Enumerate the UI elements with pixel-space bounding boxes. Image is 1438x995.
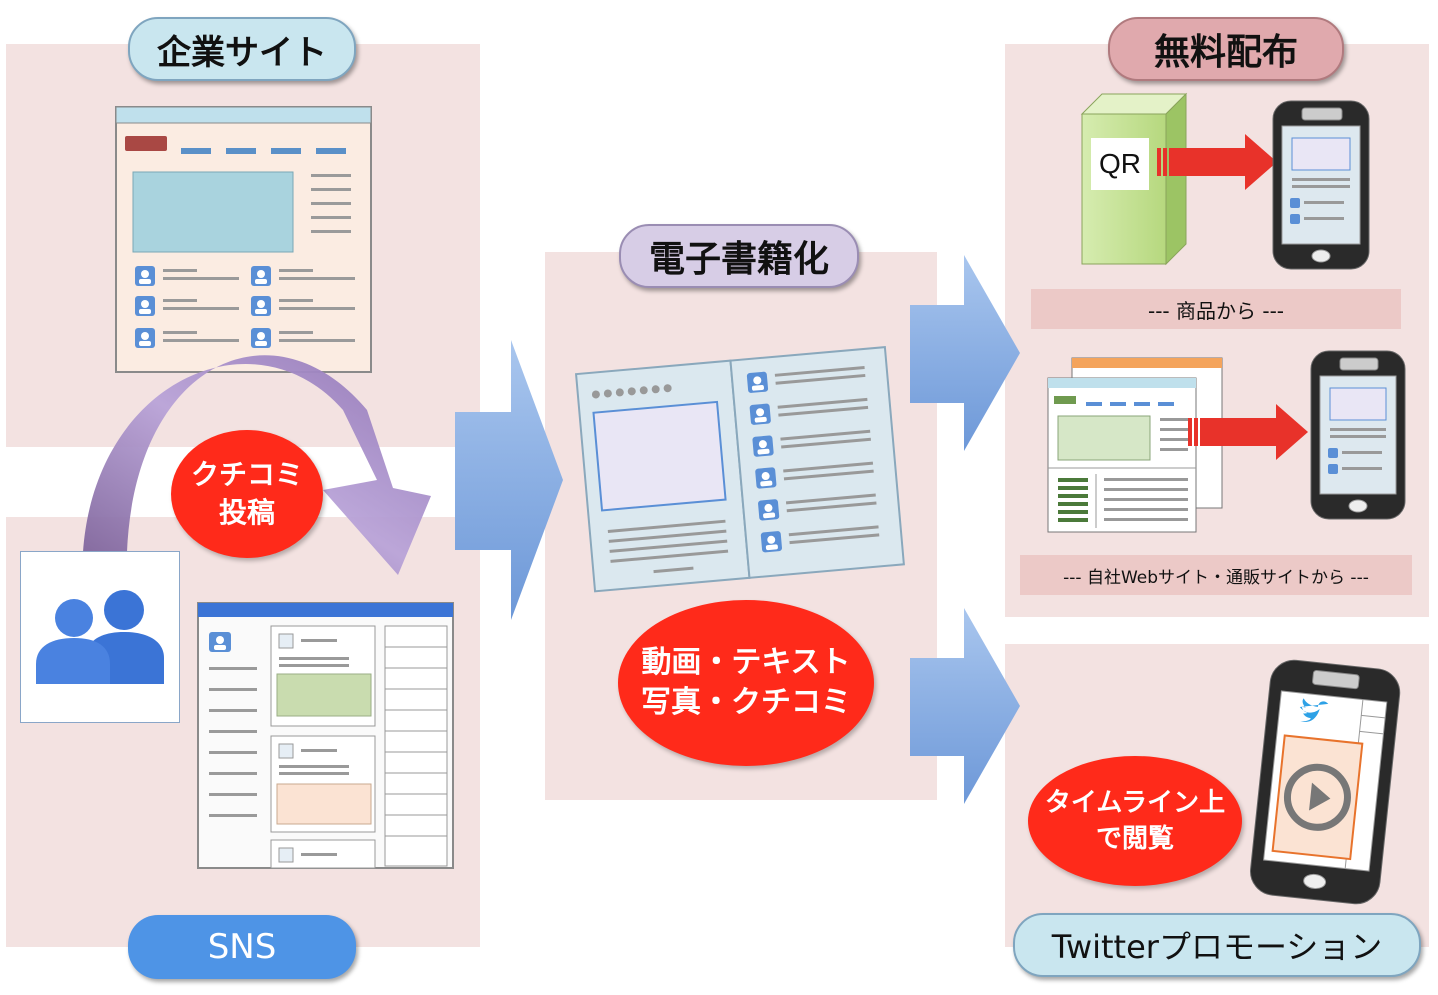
sns-page-mockup [197,602,454,869]
content-types-line1: 動画・テキスト [641,645,851,680]
twitter-promotion-label-text: Twitterプロモーション [1051,928,1383,966]
arrow-right-top-icon [910,255,1020,451]
sns-label: SNS [128,915,356,979]
users-icon [36,590,164,684]
free-distribution-label: 無料配布 [1108,17,1344,81]
content-types-bubble: 動画・テキスト 写真・クチコミ [618,600,874,766]
review-post-line1: クチコミ [190,458,303,491]
content-types-line2: 写真・クチコミ [641,685,851,720]
company-site-label-text: 企業サイト [157,32,327,73]
from-product-caption-text: --- 商品から --- [1147,298,1284,323]
twitter-smartphone-icon [1250,659,1401,905]
ebook-label: 電子書籍化 [619,224,859,288]
from-website-caption: --- 自社Webサイト・通販サイトから --- [1020,555,1412,595]
curved-arrow-icon [83,355,431,575]
arrow-right-icon [455,340,563,620]
company-site-label: 企業サイト [128,17,356,81]
timeline-view-bubble: タイムライン上 で閲覧 [1028,756,1242,886]
company-website-mockup [115,106,372,373]
free-distribution-label-text: 無料配布 [1153,32,1298,73]
red-arrow-icon [1188,404,1308,460]
from-website-caption-text: --- 自社Webサイト・通販サイトから --- [1063,567,1369,588]
sns-label-text: SNS [207,927,277,967]
review-post-bubble: クチコミ 投稿 [171,430,323,558]
twitter-promotion-label: Twitterプロモーション [1013,913,1421,977]
timeline-view-line1: タイムライン上 [1044,788,1226,818]
ebook-icon [574,346,905,593]
review-post-line2: 投稿 [218,496,275,529]
smartphone-icon [1272,100,1370,270]
from-product-caption: --- 商品から --- [1031,289,1401,329]
red-arrow-icon [1157,134,1277,190]
timeline-view-line2: で閲覧 [1095,824,1174,854]
arrow-right-bottom-icon [910,608,1020,804]
smartphone-icon [1310,350,1406,520]
qr-label-text: QR [1099,148,1141,179]
ebook-label-text: 電子書籍化 [648,239,829,280]
qr-label: QR [1091,138,1149,190]
